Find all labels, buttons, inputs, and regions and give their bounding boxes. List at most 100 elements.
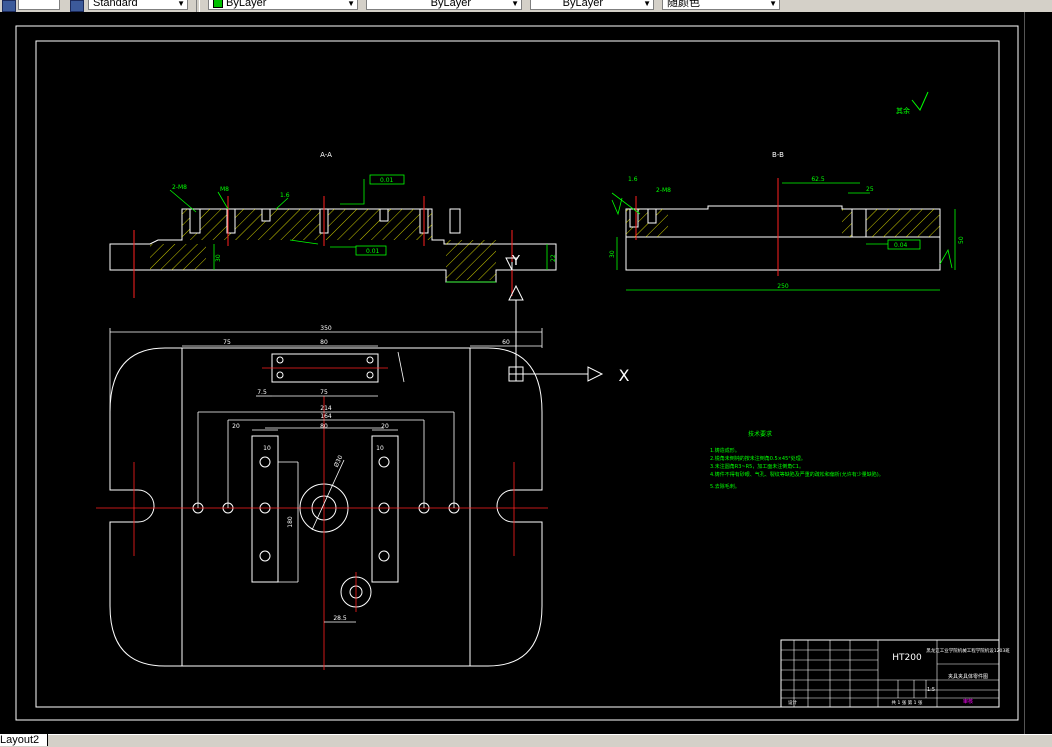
- hatch-area: [182, 209, 432, 240]
- title-block: HT200 黑龙江工业学院机械工程学院机设1203班 夹具夹具体零件图 1:5 …: [780, 639, 1010, 708]
- dim-text: 50: [958, 236, 965, 244]
- checker-text: 审核: [963, 698, 973, 705]
- y-axis-label: Y: [511, 254, 520, 269]
- drawing-svg: A-A 2-M8 M8: [15, 25, 1019, 721]
- plan-holes: [192, 356, 460, 562]
- dim-text: 80: [320, 423, 328, 430]
- aa-dimension-texts: 2-M8 M8 1.6 0.01 0.01 30 22: [172, 177, 557, 262]
- sheet-text: 共 1 张 第 1 张: [892, 699, 923, 706]
- section-bb-label: B-B: [772, 151, 784, 159]
- plan-dim-texts: 350 75 80 60 7.5 75 214 164 20 80 20 10 …: [223, 325, 510, 622]
- hole: [647, 208, 657, 224]
- dim-text: Ø30: [333, 454, 345, 468]
- color-swatch-icon: [213, 0, 223, 9]
- dim-text: 20: [381, 423, 389, 430]
- hole: [851, 208, 867, 238]
- aa-dimensions: [169, 174, 548, 283]
- hole: [226, 208, 236, 234]
- drawing-canvas[interactable]: A-A 2-M8 M8: [0, 12, 1024, 734]
- dim-text: 60: [502, 339, 510, 346]
- scale-text: 1:5: [927, 687, 935, 693]
- title-block-frame: [780, 639, 1000, 708]
- hole: [449, 208, 461, 234]
- dim-text: 75: [223, 339, 231, 346]
- dim-text: 25: [866, 186, 874, 193]
- hole: [261, 208, 271, 222]
- tech-req-line: 1.铸造成形。: [710, 447, 740, 454]
- style-icon[interactable]: [2, 0, 16, 12]
- toolbar-separator: [196, 0, 200, 12]
- dim-text: 214: [320, 405, 332, 412]
- part-name-text: 夹具夹具体零件图: [948, 673, 988, 680]
- hatch-area: [150, 244, 206, 270]
- dim-text: 10: [376, 445, 384, 452]
- section-aa-label: A-A: [320, 151, 332, 159]
- linetype-select[interactable]: ByLayer ▼: [366, 0, 522, 10]
- properties-toolbar: Standard ▼ ByLayer ▼ ByLayer ▼ ByLayer ▼…: [0, 0, 1052, 13]
- dim-text: 2-M8: [656, 187, 671, 194]
- right-rail: [371, 435, 399, 583]
- hatch-area: [446, 240, 496, 280]
- material-text: HT200: [892, 653, 922, 663]
- dim-text: 1.6: [628, 176, 638, 183]
- text-style-value: Standard: [93, 0, 138, 9]
- tech-req-title: 技术要求: [748, 430, 772, 438]
- tab-layout2[interactable]: Layout2: [0, 734, 49, 746]
- dim-text: 164: [320, 413, 332, 420]
- plan-dim-lines: [109, 328, 543, 623]
- roughness-text: 其余: [896, 106, 910, 115]
- dim-text: 2-M8: [172, 184, 187, 191]
- plot-style-select[interactable]: 随颜色 ▼: [662, 0, 780, 10]
- dim-text: 0.01: [366, 248, 380, 255]
- section-aa-outline: [109, 208, 557, 283]
- dim-text: 62.5: [811, 176, 825, 183]
- vertical-scrollbar[interactable]: [1024, 12, 1052, 734]
- tech-req-line: 4.铸件不得有砂眼、气孔、裂纹等缺陷及严重的疏松和偏析(允许有少量缺陷)。: [710, 471, 884, 478]
- section-aa-view: A-A 2-M8 M8: [109, 151, 557, 298]
- color-value: ByLayer: [226, 0, 267, 9]
- title-block-grid: [781, 640, 999, 707]
- dim-text: 10: [263, 445, 271, 452]
- dim-text: 7.5: [257, 389, 267, 396]
- drawing-border: [35, 40, 1000, 708]
- dim-text: 350: [320, 325, 332, 332]
- linetype-value: ByLayer: [430, 0, 471, 9]
- ucs-icon: X Y: [508, 254, 630, 385]
- dim-text: 28.5: [333, 615, 347, 622]
- tech-req-line: 3.未注圆角R3~R5，加工面未注倒角C1。: [710, 463, 804, 470]
- chevron-down-icon: ▼: [769, 0, 777, 8]
- text-style-icon[interactable]: [70, 0, 84, 12]
- technical-requirements: 技术要求 1.铸造成形。 2.锐角未倒钝的按未注倒角0.5×45°处理。 3.未…: [710, 430, 884, 490]
- plan-view: 350 75 80 60 7.5 75 214 164 20 80 20 10 …: [96, 325, 548, 670]
- plan-outline: [109, 347, 543, 667]
- text-style-stub[interactable]: [18, 0, 60, 10]
- school-text: 黑龙江工业学院机械工程学院机设1203班: [926, 647, 1010, 654]
- designer-text: 设计: [788, 699, 797, 706]
- chevron-down-icon: ▼: [643, 0, 651, 8]
- lineweight-select[interactable]: ByLayer ▼: [530, 0, 654, 10]
- plot-style-value: 随颜色: [667, 0, 700, 9]
- color-select[interactable]: ByLayer ▼: [208, 0, 358, 10]
- dim-text: 22: [550, 254, 557, 262]
- dim-text: 80: [320, 339, 328, 346]
- text-style-select[interactable]: Standard ▼: [88, 0, 188, 10]
- dim-text: 30: [609, 250, 616, 258]
- roughness-symbol-icon: [911, 91, 929, 111]
- dim-text: 1.6: [280, 192, 290, 199]
- layout-tabs-bar: Layout2: [0, 734, 1052, 747]
- hole: [189, 208, 201, 234]
- dim-text: 0.04: [894, 242, 908, 249]
- y-axis-marker: [505, 257, 518, 271]
- section-bb-view: B-B 1.6 2-M8 62.5 25 0.04 50: [609, 151, 965, 291]
- dim-text: 250: [777, 283, 789, 290]
- paper-outline: [15, 25, 1019, 721]
- dim-text: 75: [320, 389, 328, 396]
- tech-req-line: 2.锐角未倒钝的按未注倒角0.5×45°处理。: [710, 455, 806, 462]
- dim-text: 180: [287, 516, 294, 528]
- x-axis-label: X: [619, 366, 630, 385]
- chevron-down-icon: ▼: [511, 0, 519, 8]
- bb-dimension-texts: 1.6 2-M8 62.5 25 0.04 50 30 250: [609, 176, 965, 290]
- chevron-down-icon: ▼: [177, 0, 185, 8]
- tech-req-line: 5.去除毛刺。: [710, 483, 740, 490]
- bb-dimensions: [611, 182, 956, 291]
